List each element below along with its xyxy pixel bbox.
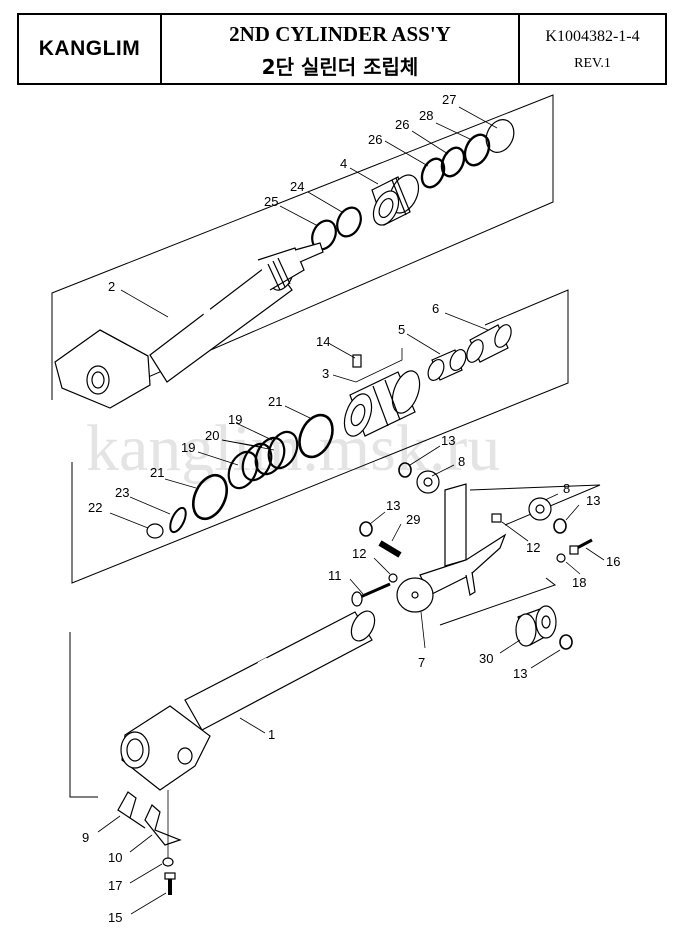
callout-27: 27 [442,92,456,107]
part-15-bolt [164,872,176,895]
drawing-title: 2ND CYLINDER ASS'Y [229,22,451,46]
part-5-bushing [427,349,467,381]
drawing-title-korean: 2단 실린더 조립체 [261,55,419,79]
title-cell: 2ND CYLINDER ASS'Y 2단 실린더 조립체 [162,15,520,83]
callout-30: 30 [479,651,493,666]
part-13-oring-c [553,518,567,534]
part-11-bolt [351,582,391,607]
part-12-washer-b [388,573,398,583]
callout-10: 10 [108,850,122,865]
callout-19-upper: 19 [228,412,242,427]
callout-6: 6 [432,301,439,316]
callout-9: 9 [82,830,89,845]
exploded-view-planes [51,94,601,798]
callout-13-c: 13 [386,498,400,513]
part-26-ring-b [420,157,446,189]
callout-17: 17 [108,878,122,893]
callout-4: 4 [340,156,347,171]
part-21-wear-ring-upper [298,413,334,459]
part-28-ring [463,133,491,167]
part-7-bracket [396,483,507,613]
callout-8-b: 8 [563,481,570,496]
cylinder-parts [54,119,593,895]
callout-14: 14 [316,334,330,349]
part-13-oring-d [559,634,573,650]
part-number: K1004382-1-4 [545,28,640,45]
callout-11: 11 [328,568,342,583]
part-27-cap [485,119,515,153]
callout-28: 28 [419,108,433,123]
callout-7: 7 [418,655,425,670]
part-30-roller [515,605,557,647]
title-block: KANGLIM 2ND CYLINDER ASS'Y 2단 실린더 조립체 K1… [17,13,667,85]
callout-2: 2 [108,279,115,294]
part-23-snap-ring [169,506,187,534]
callout-20: 20 [205,428,219,443]
part-24-ring [336,206,362,238]
callout-12-a: 12 [526,540,540,555]
part-29-pin [378,540,402,558]
part-9-mount-bracket [117,791,146,829]
callout-13-d: 13 [513,666,527,681]
part-17-washer [162,857,174,867]
part-20-seal-a [254,436,286,476]
callout-25: 25 [264,194,278,209]
callout-13-b: 13 [586,493,600,508]
callout-21-lower: 21 [150,465,164,480]
part-18-washer [556,553,566,563]
callout-15: 15 [108,910,122,925]
callout-29: 29 [406,512,420,527]
callout-3: 3 [322,366,329,381]
callout-18: 18 [572,575,586,590]
part-3-piston [343,370,421,437]
leader-lines [97,106,605,915]
callout-19-lower: 19 [181,440,195,455]
brand-logo: KANGLIM [38,37,141,60]
watermark-text: kanglim.msk.ru [86,412,500,485]
callout-12-b: 12 [352,546,366,561]
part-26-ring-a [440,146,466,178]
part-19-seal-lower [227,450,259,490]
logo-cell: KANGLIM [19,15,162,83]
part-6-bushing [466,324,512,363]
number-cell: K1004382-1-4 REV.1 [520,15,665,83]
callout-22: 22 [88,500,102,515]
part-14-set-screw [352,354,362,368]
revision: REV.1 [574,56,611,71]
callout-13-a: 13 [441,433,455,448]
part-22-ring [146,523,164,539]
callout-21-upper: 21 [268,394,282,409]
part-10-mount-bracket [144,804,182,846]
callout-23: 23 [115,485,129,500]
part-13-oring-a [398,462,412,478]
callout-5: 5 [398,322,405,337]
callout-24: 24 [290,179,304,194]
callout-labels: 27 28 26 26 4 24 25 2 6 5 14 3 21 19 20 … [82,92,620,925]
part-12-bolt-a [491,513,502,523]
part-21-wear-ring-lower [191,473,229,521]
part-4-gland-nut [371,174,420,226]
callout-16: 16 [606,554,620,569]
part-16-bolt [569,538,593,555]
callout-26-a: 26 [395,117,409,132]
part-1-cylinder-tube [120,610,376,791]
part-19-seal-upper [267,430,299,470]
callout-26-b: 26 [368,132,382,147]
callout-8-a: 8 [458,454,465,469]
callout-1: 1 [268,727,275,742]
part-20-seal-b [241,442,273,482]
part-2-piston-rod [54,242,324,409]
part-13-oring-b [359,521,373,537]
